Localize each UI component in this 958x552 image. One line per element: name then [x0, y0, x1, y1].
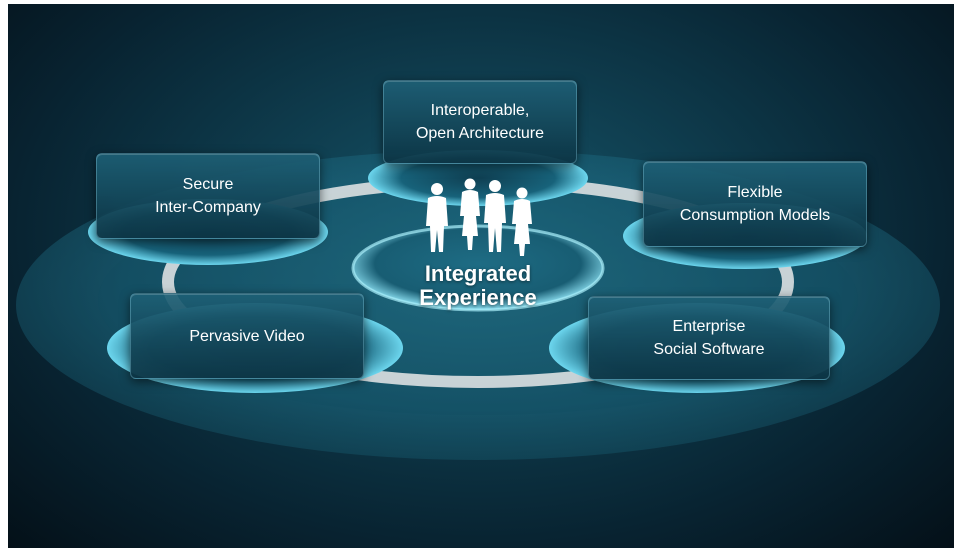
center-label-line2: Experience	[419, 285, 537, 310]
node-enterprise-social-software: Enterprise Social Software	[588, 296, 830, 380]
center-label-line1: Integrated	[424, 261, 532, 286]
node-line1: Enterprise	[672, 318, 746, 335]
node-line2: Open Architecture	[415, 125, 545, 142]
node-pervasive-video: Pervasive Video	[130, 293, 364, 379]
node-secure-inter-company: Secure Inter-Company	[96, 153, 320, 239]
node-line1: Secure	[182, 176, 234, 193]
node-line2: Inter-Company	[155, 199, 261, 216]
node-flexible-consumption-models: Flexible Consumption Models	[643, 161, 867, 247]
disc-interop	[368, 150, 588, 206]
node-line1: Interoperable,	[430, 102, 530, 119]
node-line1: Pervasive Video	[189, 327, 305, 345]
node-interoperable-open-architecture: Interoperable, Open Architecture	[383, 80, 577, 164]
node-line1: Flexible	[727, 184, 783, 201]
node-line2: Social Software	[653, 341, 765, 358]
center-disc	[353, 226, 603, 310]
node-line2: Consumption Models	[679, 207, 831, 224]
center-label: Integrated Experience	[378, 262, 578, 310]
center-disc-rim	[351, 224, 605, 312]
business-people-silhouette-icon	[426, 178, 532, 256]
